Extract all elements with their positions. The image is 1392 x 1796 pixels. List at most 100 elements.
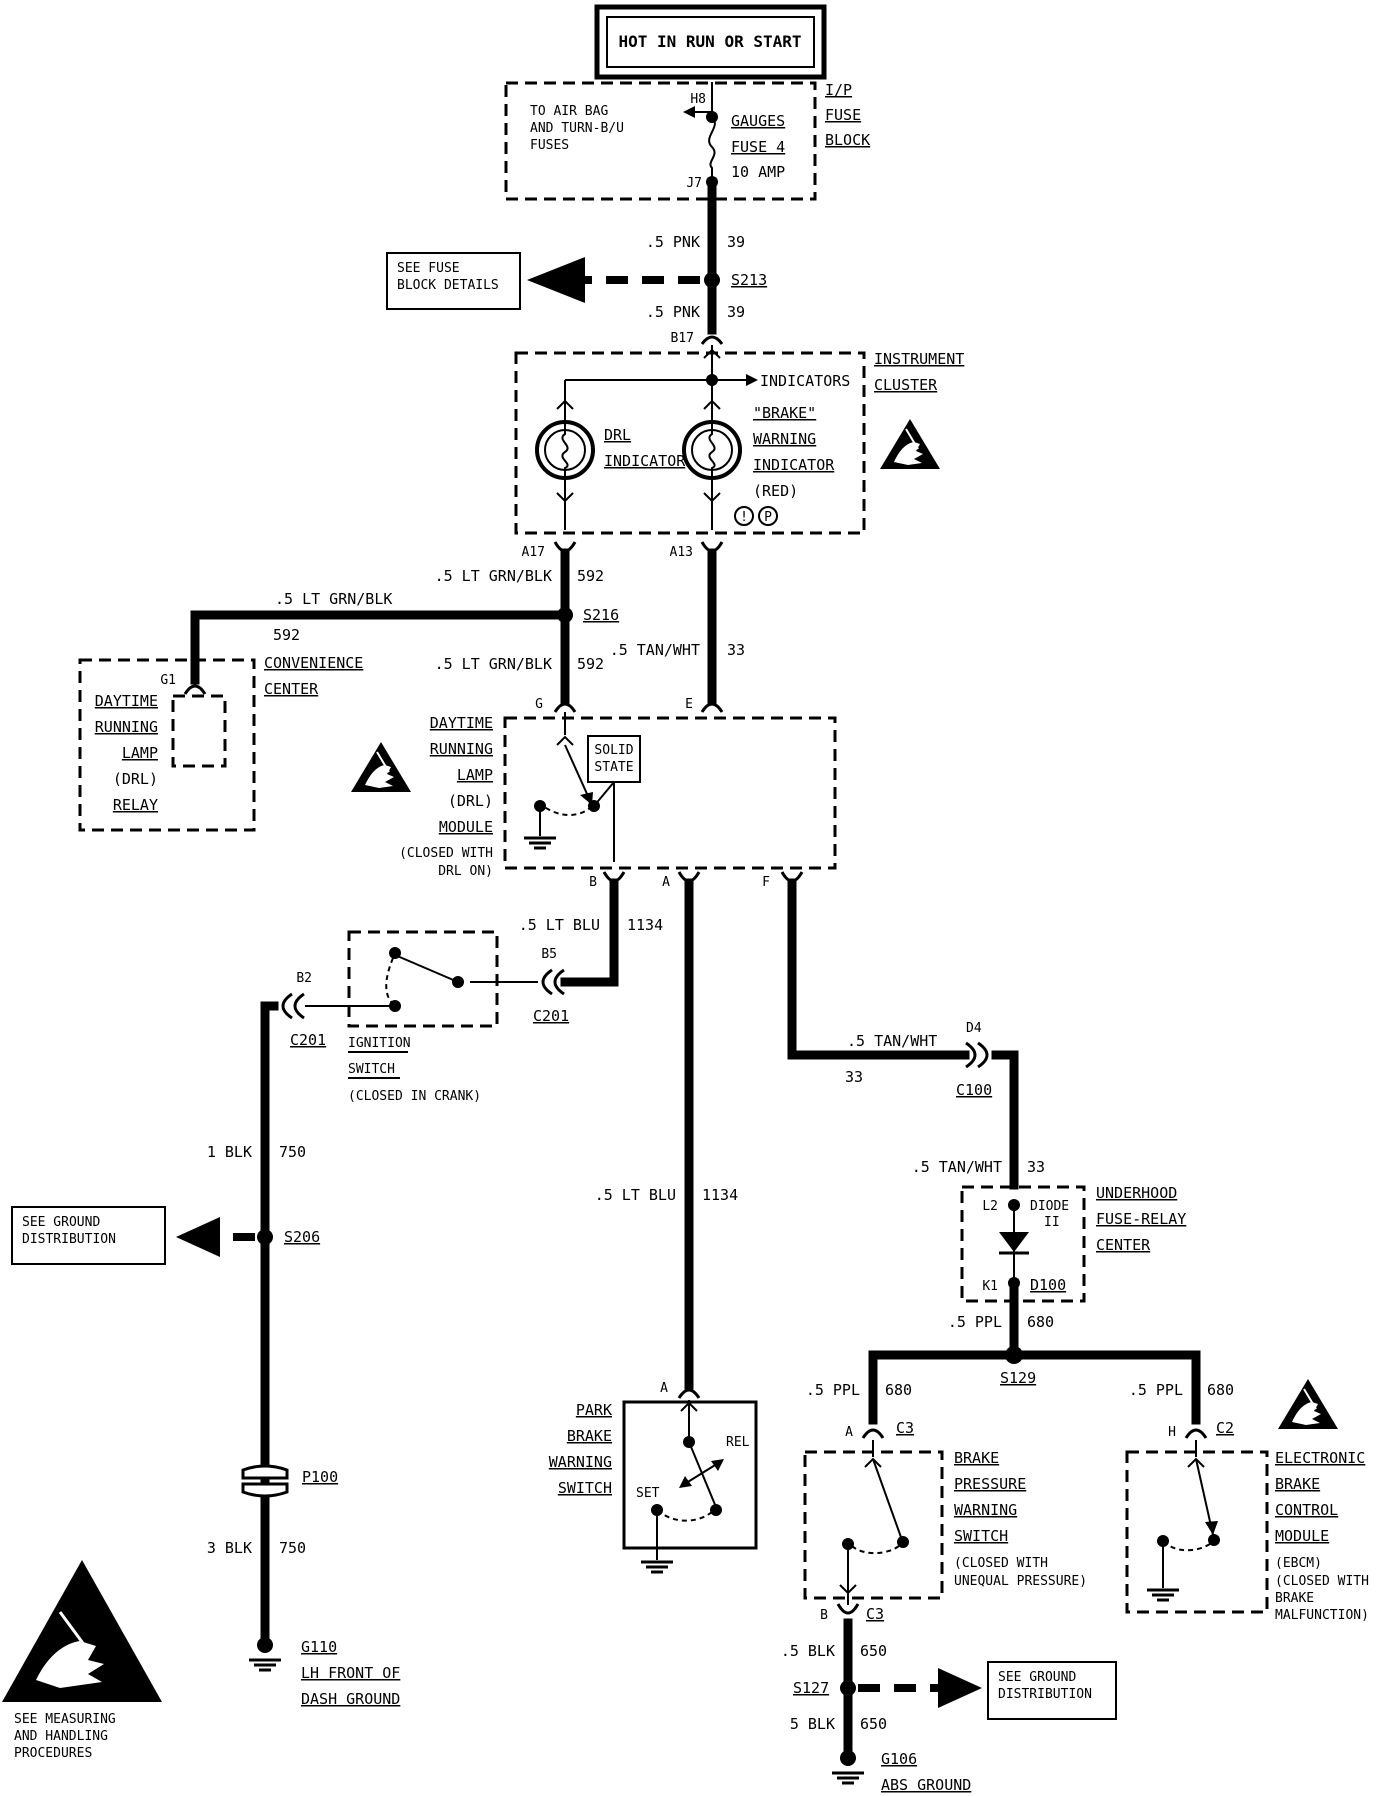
connector-g1 bbox=[183, 684, 207, 695]
s127-ground-distribution-ref bbox=[987, 1661, 1117, 1720]
connector-c2-h bbox=[1184, 1428, 1208, 1439]
s127-arrow bbox=[938, 1668, 982, 1708]
pin-a17: A17 bbox=[522, 545, 545, 560]
g106-label-1: G106 bbox=[881, 1750, 917, 1768]
indicators-label: INDICATORS bbox=[760, 372, 850, 390]
esd-symbol-drl-module bbox=[350, 741, 412, 793]
bpws-name-4: SWITCH bbox=[954, 1527, 1008, 1545]
connector-park-brake-a bbox=[677, 1388, 701, 1399]
ignition-label-3: (CLOSED IN CRANK) bbox=[348, 1089, 481, 1104]
bpws-pin-a: A bbox=[845, 1425, 853, 1440]
cluster-name-1: INSTRUMENT bbox=[874, 350, 964, 368]
fuse-name: GAUGES bbox=[731, 112, 785, 130]
drl-module-name-6: (CLOSED WITH bbox=[399, 846, 493, 861]
drl-indicator-lamp bbox=[535, 420, 595, 480]
esd-note-2: AND HANDLING bbox=[14, 1729, 108, 1744]
relay-label-2: RUNNING bbox=[95, 718, 158, 736]
wire-680c-size: .5 PPL bbox=[1129, 1381, 1183, 1399]
wire-592b-size: .5 LT GRN/BLK bbox=[435, 655, 552, 673]
ebcm-name-1: ELECTRONIC bbox=[1275, 1449, 1365, 1467]
fuse-rating: 10 AMP bbox=[731, 163, 785, 181]
connector-e bbox=[700, 702, 724, 713]
options-symbol-p bbox=[758, 506, 778, 526]
drl-module-name-7: DRL ON) bbox=[438, 864, 493, 879]
wire-33-to-underhood bbox=[991, 1050, 1019, 1190]
fuse-block-note-3: FUSES bbox=[530, 138, 569, 153]
relay-label-3: LAMP bbox=[122, 744, 158, 762]
pin-e: E bbox=[685, 697, 693, 712]
pin-b5: B5 bbox=[541, 947, 557, 962]
p100-label: P100 bbox=[302, 1468, 338, 1486]
cluster-name-2: CLUSTER bbox=[874, 376, 938, 394]
instrument-cluster: B17 INSTRUMENT CLUSTER INDICATORS DRL IN… bbox=[514, 331, 964, 560]
pin-b: B bbox=[589, 875, 597, 890]
park-brake-name-3: WARNING bbox=[549, 1453, 612, 1471]
brake-warning-indicator-lamp bbox=[682, 420, 742, 480]
drl-module: G E SOLID STATE DAYTIME RUNNING LAMP (DR… bbox=[399, 697, 837, 890]
electronic-brake-control-module: H C2 ELECTRONIC BRAKE CONTROL MODULE (EB… bbox=[1125, 1419, 1369, 1623]
wire-33-tan-wht-lower bbox=[787, 878, 970, 1060]
g110-label-2: LH FRONT OF bbox=[301, 1664, 400, 1682]
wire-33a-circuit: 33 bbox=[727, 641, 745, 659]
bpws-name-3: WARNING bbox=[954, 1501, 1017, 1519]
wire-750b-circuit: 750 bbox=[279, 1539, 306, 1557]
wire-1134-lt-blu-upper bbox=[560, 878, 619, 987]
ebcm-name-7: BRAKE bbox=[1275, 1591, 1314, 1606]
pin-d4: D4 bbox=[966, 1021, 982, 1036]
wire-680a-size: .5 PPL bbox=[948, 1313, 1002, 1331]
bpws-name-5: (CLOSED WITH bbox=[954, 1556, 1048, 1571]
ignition-label-2: SWITCH bbox=[348, 1062, 395, 1077]
uh-name-2: FUSE-RELAY bbox=[1096, 1210, 1186, 1228]
ignition-switch: IGNITION SWITCH (CLOSED IN CRANK) bbox=[305, 930, 499, 1104]
c100-label: C100 bbox=[956, 1081, 992, 1099]
park-brake-name-2: BRAKE bbox=[567, 1427, 612, 1445]
park-brake-pin-a: A bbox=[660, 1381, 668, 1396]
pin-f: F bbox=[762, 875, 770, 890]
power-label: HOT IN RUN OR START bbox=[618, 32, 801, 51]
s127-ref-2: DISTRIBUTION bbox=[998, 1687, 1092, 1702]
drl-module-name-4: (DRL) bbox=[448, 792, 493, 810]
wire-650a-circuit: 650 bbox=[860, 1642, 887, 1660]
options-symbol-1: ! bbox=[740, 510, 748, 525]
s206-ref-1: SEE GROUND bbox=[22, 1215, 100, 1230]
hot-in-run-or-start-box: HOT IN RUN OR START bbox=[594, 4, 827, 80]
conv-center-name-2: CENTER bbox=[264, 680, 319, 698]
splice-s213 bbox=[704, 272, 720, 288]
wire-750a-size: 1 BLK bbox=[207, 1143, 252, 1161]
wire-750a-circuit: 750 bbox=[279, 1143, 306, 1161]
underhood-fuse-relay-center: UNDERHOOD FUSE-RELAY CENTER L2 K1 DIODE … bbox=[960, 1184, 1186, 1303]
wire-1134a-size: .5 LT BLU bbox=[519, 916, 600, 934]
pin-b2: B2 bbox=[296, 971, 312, 986]
conv-center-name-1: CONVENIENCE bbox=[264, 654, 363, 672]
s127-label: S127 bbox=[793, 1679, 829, 1697]
brake-indicator-label-2: WARNING bbox=[753, 430, 816, 448]
brake-indicator-label-1: "BRAKE" bbox=[753, 404, 816, 422]
wire-592c-size: .5 LT GRN/BLK bbox=[275, 590, 392, 608]
s206-arrow bbox=[176, 1217, 220, 1257]
fuse-4-symbol bbox=[708, 116, 716, 182]
s213-arrow bbox=[527, 257, 585, 303]
relay-label-4: (DRL) bbox=[113, 770, 158, 788]
connector-c201-b5 bbox=[553, 968, 565, 996]
uh-name-1: UNDERHOOD bbox=[1096, 1184, 1177, 1202]
wire-33b-circuit: 33 bbox=[845, 1068, 863, 1086]
relay-label-5: RELAY bbox=[113, 796, 158, 814]
solid-state-2: STATE bbox=[594, 760, 633, 775]
esd-note-3: PROCEDURES bbox=[14, 1746, 92, 1761]
ip-fuse-block: I/P FUSE BLOCK TO AIR BAG AND TURN-B/U F… bbox=[504, 81, 870, 201]
wire-1134b-size: .5 LT BLU bbox=[595, 1186, 676, 1204]
fuse-block-details-ref bbox=[386, 252, 521, 310]
s206-ref-2: DISTRIBUTION bbox=[22, 1232, 116, 1247]
wire-680b-circuit: 680 bbox=[885, 1381, 912, 1399]
ground-g106-point bbox=[840, 1750, 856, 1766]
splice-s206 bbox=[257, 1229, 273, 1245]
s216-label: S216 bbox=[583, 606, 619, 624]
drl-module-name-2: RUNNING bbox=[430, 740, 493, 758]
connector-g bbox=[553, 702, 577, 713]
solid-state-1: SOLID bbox=[594, 743, 633, 758]
pin-b17: B17 bbox=[671, 331, 694, 346]
ebcm-name-6: (CLOSED WITH bbox=[1275, 1574, 1369, 1589]
connector-b17 bbox=[700, 335, 724, 345]
ground-g106-symbol bbox=[830, 1771, 866, 1785]
s206-ground-distribution-ref bbox=[11, 1206, 166, 1265]
